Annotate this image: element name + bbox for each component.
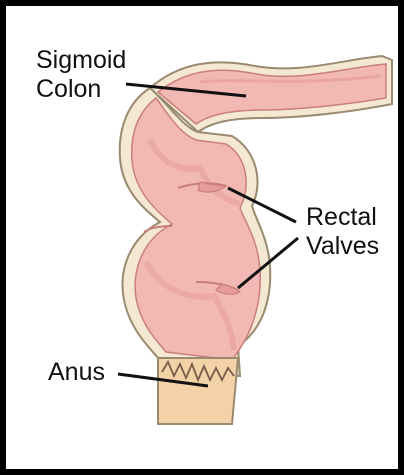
anus-label-text: Anus xyxy=(48,358,105,387)
anus-label: Anus xyxy=(48,358,105,387)
rectal-label-line2: Valves xyxy=(306,232,379,261)
rectal-valves-label: Rectal Valves xyxy=(306,203,379,261)
anal-canal xyxy=(158,358,238,424)
rectal-label-line1: Rectal xyxy=(306,203,379,232)
sigmoid-label-line2: Colon xyxy=(36,75,126,104)
sigmoid-colon-label: Sigmoid Colon xyxy=(36,46,126,104)
rectum-body xyxy=(120,88,270,376)
sigmoid-colon xyxy=(150,56,392,132)
sigmoid-label-line1: Sigmoid xyxy=(36,46,126,75)
